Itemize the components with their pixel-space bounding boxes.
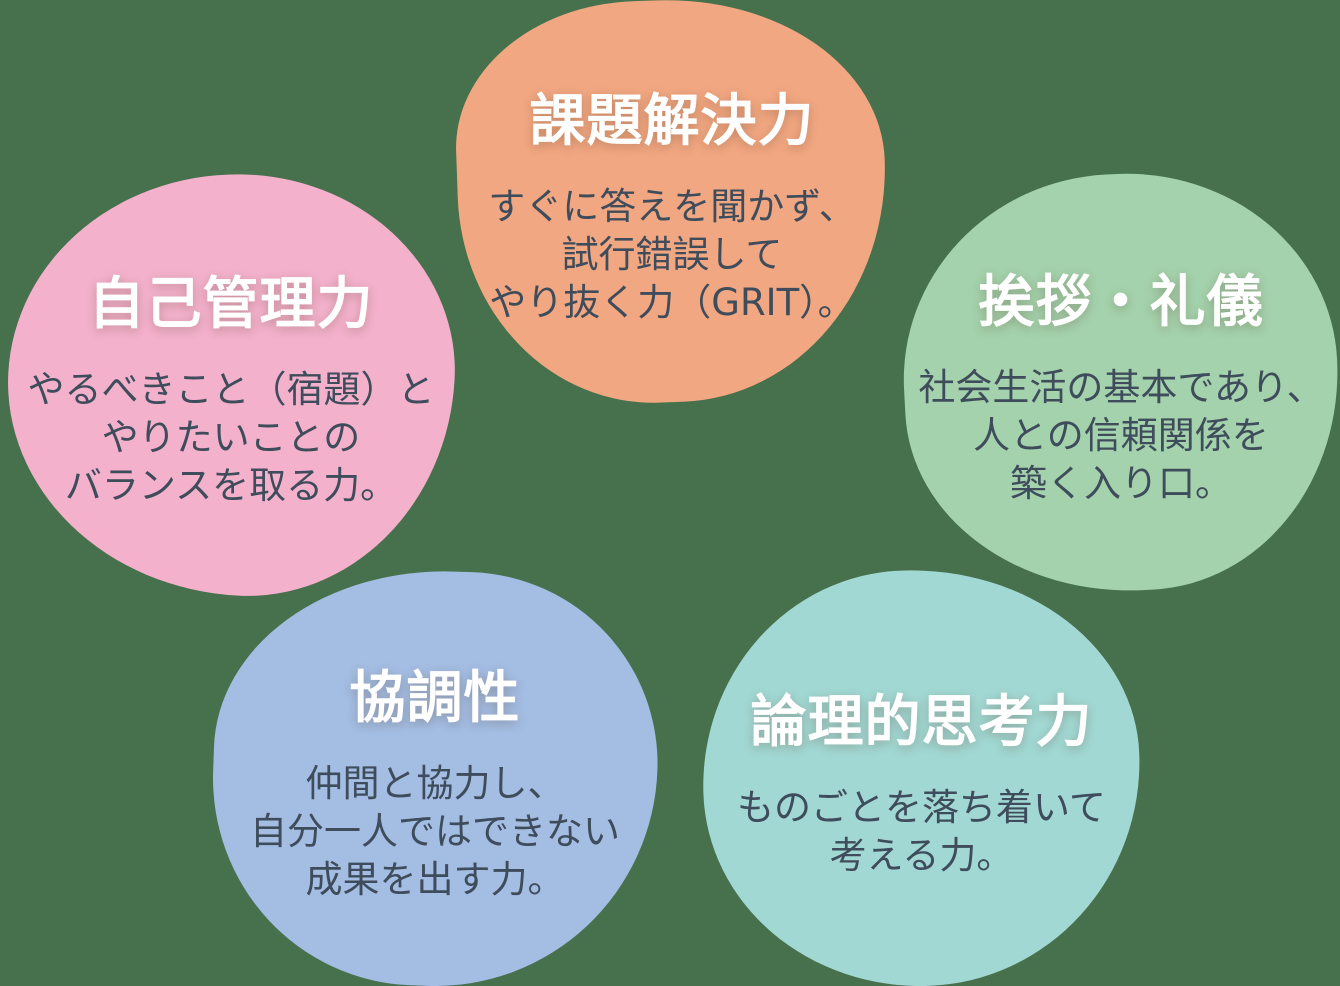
body-line: やり抜く力（GRIT）。 <box>489 280 855 324</box>
bubble-body: すぐに答えを聞かず、 試行錯誤して やり抜く力（GRIT）。 <box>488 183 855 327</box>
bubble-body: 仲間と協力し、 自分一人ではできない 成果を出す力。 <box>250 760 620 904</box>
bubble-title: 課題解決力 <box>529 88 815 154</box>
bubble-self-management: 自己管理力 やるべきこと（宿題）と やりたいことの バランスを取る力。 <box>0 162 465 607</box>
bubble-cooperation: 協調性 仲間と協力し、 自分一人ではできない 成果を出す力。 <box>205 563 665 986</box>
bubble-title: 論理的思考力 <box>750 689 1093 755</box>
body-line: すぐに答えを聞かず、 <box>488 184 856 228</box>
bubble-content: 課題解決力 すぐに答えを聞かず、 試行錯誤して やり抜く力（GRIT）。 <box>458 0 886 402</box>
bubble-content: 挨拶・礼儀 社会生活の基本であり、 人との信頼関係を 築く入り口。 <box>904 174 1338 591</box>
bubble-body: ものごとを落ち着いて 考える力。 <box>737 784 1106 880</box>
body-line: 社会生活の基本であり、 <box>918 366 1324 409</box>
bubble-title: 挨拶・礼儀 <box>978 270 1264 335</box>
bubble-body: 社会生活の基本であり、 人との信頼関係を 築く入り口。 <box>918 364 1323 508</box>
body-line: やりたいことの <box>101 416 361 459</box>
body-line: やるべきこと（宿題）と <box>27 368 435 411</box>
body-line: 仲間と協力し、 <box>305 762 565 805</box>
body-line: 考える力。 <box>829 833 1014 877</box>
body-line: 試行錯誤して <box>561 232 783 276</box>
bubble-body: やるべきこと（宿題）と やりたいことの バランスを取る力。 <box>28 366 435 510</box>
body-line: 人との信頼関係を <box>973 414 1269 457</box>
body-line: 自分一人ではできない <box>250 810 620 853</box>
bubble-problem-solving: 課題解決力 すぐに答えを聞かず、 試行錯誤して やり抜く力（GRIT）。 <box>451 0 893 410</box>
bubble-greetings-manners: 挨拶・礼儀 社会生活の基本であり、 人との信頼関係を 築く入り口。 <box>893 162 1340 603</box>
body-line: バランスを取る力。 <box>64 464 398 507</box>
body-line: 築く入り口。 <box>1010 462 1232 505</box>
body-line: ものごとを落ち着いて <box>737 785 1106 829</box>
bubble-content: 協調性 仲間と協力し、 自分一人ではできない 成果を出す力。 <box>213 571 657 986</box>
body-line: 成果を出す力。 <box>305 858 565 901</box>
bubble-content: 論理的思考力 ものごとを落ち着いて 考える力。 <box>703 570 1140 986</box>
bubble-title: 協調性 <box>349 666 521 731</box>
bubble-content: 自己管理力 やるべきこと（宿題）と やりたいことの バランスを取る力。 <box>8 174 454 595</box>
bubble-logical-thinking: 論理的思考力 ものごとを落ち着いて 考える力。 <box>695 562 1148 986</box>
bubble-title: 自己管理力 <box>88 272 374 337</box>
